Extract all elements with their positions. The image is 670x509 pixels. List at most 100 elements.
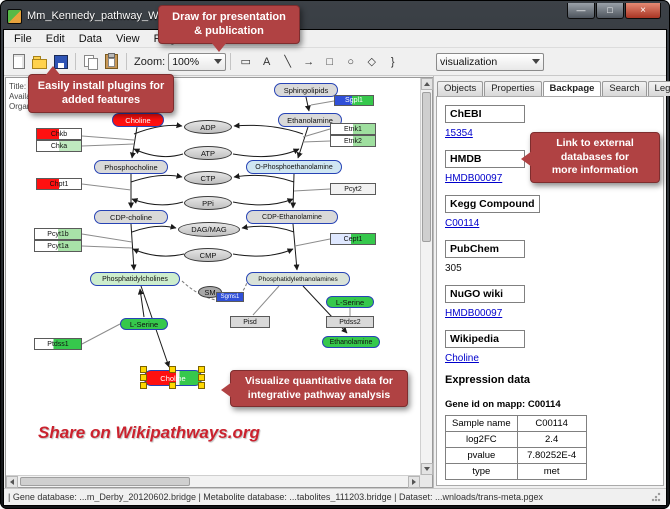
pathway-node-sgms1[interactable]: Sgms1 — [216, 292, 244, 302]
pathway-node-cept1[interactable]: Cept1 — [330, 233, 376, 245]
side-panel: Objects Properties Backpage Search Legen… — [433, 76, 670, 488]
expression-data-heading: Expression data — [445, 374, 530, 386]
pathway-node-cdp-choline[interactable]: CDP-choline — [94, 210, 168, 224]
pathway-node-etnk1[interactable]: Etnk1 — [330, 123, 376, 135]
pathway-node-chka[interactable]: Chka — [36, 140, 82, 152]
pathway-node-ppi[interactable]: PPi — [184, 196, 232, 210]
selection-handle[interactable] — [140, 366, 147, 373]
pathway-node-phosphatidylethanolamines[interactable]: Phosphatidylethanolamines — [246, 272, 350, 286]
wikipedia-link[interactable]: Choline — [445, 353, 479, 364]
pathway-node-ctp[interactable]: CTP — [184, 171, 232, 185]
selection-handle[interactable] — [169, 366, 176, 373]
pathway-node-pcyt2[interactable]: Pcyt2 — [330, 183, 376, 195]
pathway-node-pcyt1b[interactable]: Pcyt1b — [34, 228, 82, 240]
selection-handle[interactable] — [198, 374, 205, 381]
callout-link-databases: Link to external databases for more info… — [521, 132, 660, 183]
pathway-node-sphingolipids[interactable]: Sphingolipids — [274, 83, 338, 97]
tab-properties[interactable]: Properties — [484, 81, 542, 96]
chebi-link[interactable]: 15354 — [445, 128, 473, 139]
menu-file[interactable]: File — [14, 32, 32, 45]
pathway-node-atp[interactable]: ATP — [184, 146, 232, 160]
callout-line: added features — [61, 94, 141, 107]
vertical-scrollbar[interactable] — [420, 78, 433, 475]
line-tool[interactable]: ╲ — [284, 56, 291, 68]
hmdb-link[interactable]: HMDB00097 — [445, 173, 503, 184]
tab-search[interactable]: Search — [602, 81, 647, 96]
rect-tool[interactable]: □ — [326, 55, 334, 68]
vertical-scroll-thumb[interactable] — [422, 92, 431, 242]
tab-legend[interactable]: Legend — [647, 81, 670, 96]
open-icon[interactable] — [29, 51, 50, 72]
visualization-select[interactable]: visualization — [436, 52, 544, 71]
minimize-button[interactable]: — — [567, 3, 595, 19]
expression-cell: log2FC — [445, 431, 518, 448]
nugo-link[interactable]: HMDB00097 — [445, 308, 503, 319]
close-button[interactable]: × — [625, 3, 661, 19]
arc-tool[interactable]: ◇ — [367, 56, 376, 68]
selection-handle[interactable] — [140, 382, 147, 389]
scroll-down-icon[interactable] — [421, 463, 433, 475]
db-header-pubchem: PubChem — [445, 240, 525, 258]
new-file-icon[interactable] — [8, 51, 29, 72]
menu-data[interactable]: Data — [78, 32, 102, 45]
copy-icon[interactable] — [80, 51, 101, 72]
selection-handle[interactable] — [198, 382, 205, 389]
pathway-node-pisd[interactable]: Pisd — [230, 316, 270, 328]
paste-icon[interactable] — [101, 51, 122, 72]
callout-line: databases for — [560, 150, 630, 163]
tab-backpage[interactable]: Backpage — [542, 81, 602, 96]
datanode-tool[interactable]: ▭ — [240, 56, 251, 68]
pathway-node-ethanolamine[interactable]: Ethanolamine — [322, 336, 380, 348]
callout-plugins: Easily install plugins for added feature… — [28, 66, 174, 113]
pathway-node-phosphocholine[interactable]: Phosphocholine — [94, 160, 168, 174]
label-tool[interactable]: A — [263, 55, 271, 68]
pathway-node-pcyt1a[interactable]: Pcyt1a — [34, 240, 82, 252]
pathway-node-ptdss1[interactable]: Ptdss1 — [34, 338, 82, 350]
pathway-node-l-serine[interactable]: L-Serine — [120, 318, 168, 330]
horizontal-scrollbar[interactable] — [6, 475, 420, 488]
pathway-node-phosphatidylcholines[interactable]: Phosphatidylcholines — [90, 272, 180, 286]
kegg-link[interactable]: C00114 — [445, 218, 480, 229]
pathway-node-sgpl1[interactable]: Sgpl1 — [334, 95, 374, 106]
table-row: type met — [445, 463, 587, 480]
oval-tool[interactable]: ○ — [347, 55, 355, 68]
share-text: Share on Wikipathways.org — [38, 423, 260, 442]
pathway-node-chkb[interactable]: Chkb — [36, 128, 82, 140]
pathway-node-etnk2[interactable]: Etnk2 — [330, 135, 376, 147]
callout-pointer — [45, 66, 61, 76]
callout-line: integrative pathway analysis — [247, 388, 391, 401]
pathway-node-o-phosphoethanolamine[interactable]: O-Phosphoethanolamine — [246, 160, 342, 174]
pathway-node-dag-mag[interactable]: DAG/MAG — [178, 222, 240, 237]
menu-edit[interactable]: Edit — [45, 32, 65, 45]
resize-grip[interactable] — [651, 492, 661, 502]
pathway-node-adp[interactable]: ADP — [184, 120, 232, 134]
pathway-node-cdp-ethanolamine[interactable]: CDP-Ethanolamine — [246, 210, 338, 224]
horizontal-scroll-thumb[interactable] — [20, 477, 190, 486]
scrollbar-corner — [420, 475, 432, 487]
maximize-button[interactable]: □ — [596, 3, 624, 19]
brace-tool[interactable]: } — [390, 55, 395, 68]
toolbar-separator — [230, 53, 232, 70]
arrow-tool[interactable]: → — [303, 55, 315, 68]
selection-handle[interactable] — [169, 382, 176, 389]
selection-handle[interactable] — [198, 366, 205, 373]
selection-handle[interactable] — [140, 374, 147, 381]
scroll-up-icon[interactable] — [421, 78, 433, 90]
zoom-select[interactable]: 100% — [168, 52, 227, 71]
callout-line: more information — [551, 164, 639, 177]
menu-view[interactable]: View — [115, 32, 140, 45]
scroll-left-icon[interactable] — [6, 476, 18, 488]
titlebar[interactable]: Mm_Kennedy_pathway_WP1771_45176.gpml — □… — [3, 3, 667, 29]
expression-cell: 2.4 — [516, 431, 587, 448]
pathway-node-ethanolamine[interactable]: Ethanolamine — [278, 113, 342, 127]
scroll-right-icon[interactable] — [408, 476, 420, 488]
pathway-node-ptdss2[interactable]: Ptdss2 — [326, 316, 374, 328]
pathway-node-cmp[interactable]: CMP — [184, 248, 232, 262]
pathway-node-l-serine[interactable]: L-Serine — [326, 296, 374, 308]
save-icon[interactable] — [50, 51, 71, 72]
tab-objects[interactable]: Objects — [437, 81, 484, 96]
pathway-node-choline[interactable]: Choline — [112, 113, 164, 127]
pathway-node-chpt1[interactable]: Chpt1 — [36, 178, 82, 190]
